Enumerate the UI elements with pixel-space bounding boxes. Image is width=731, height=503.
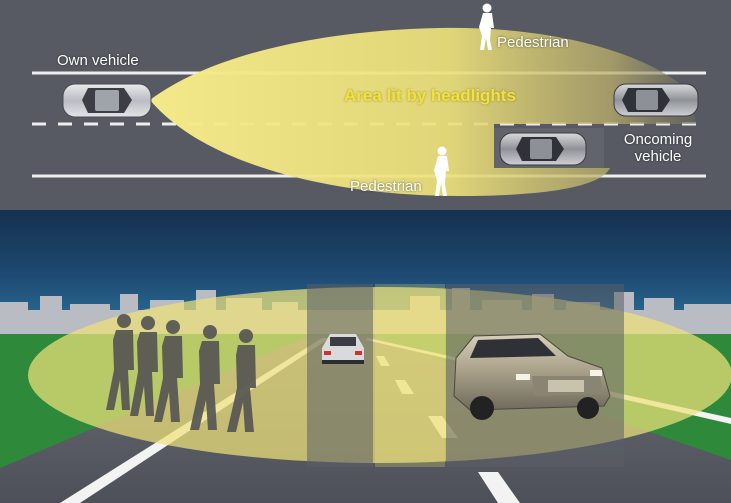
- pedestrian-bottom-icon: [434, 146, 449, 196]
- pedestrian-silhouette-4: [190, 325, 220, 430]
- oncoming-vehicle-upper-car-icon: [613, 83, 699, 117]
- own-vehicle-label: Own vehicle: [57, 52, 139, 69]
- oncoming-vehicle-label-line2: vehicle: [634, 148, 682, 165]
- oncoming-vehicle-label-line1: Oncoming: [623, 131, 693, 148]
- pedestrian-silhouette-2: [130, 316, 158, 416]
- pedestrian-bottom-label: Pedestrian: [350, 178, 422, 195]
- pedestrian-silhouette-5: [227, 329, 256, 432]
- driver-view-illustration: [0, 210, 731, 503]
- dimmed-column-preceding: [307, 284, 373, 467]
- oncoming-vehicle-label: Oncoming vehicle: [616, 131, 700, 165]
- headlight-beam-area: [150, 27, 696, 197]
- own-vehicle-car-icon: [62, 83, 152, 118]
- preceding-vehicle: [322, 334, 364, 364]
- pedestrian-group: [106, 314, 256, 432]
- top-view-diagram: [0, 0, 731, 210]
- pedestrian-silhouette-3: [154, 320, 183, 422]
- pedestrian-top-icon: [479, 3, 494, 50]
- pedestrian-silhouette-1: [106, 314, 134, 410]
- area-lit-label: Area lit by headlights: [344, 86, 516, 105]
- oncoming-vehicle-car: [453, 333, 611, 420]
- oncoming-vehicle-car-icon: [499, 132, 587, 166]
- pedestrian-top-label: Pedestrian: [497, 34, 569, 51]
